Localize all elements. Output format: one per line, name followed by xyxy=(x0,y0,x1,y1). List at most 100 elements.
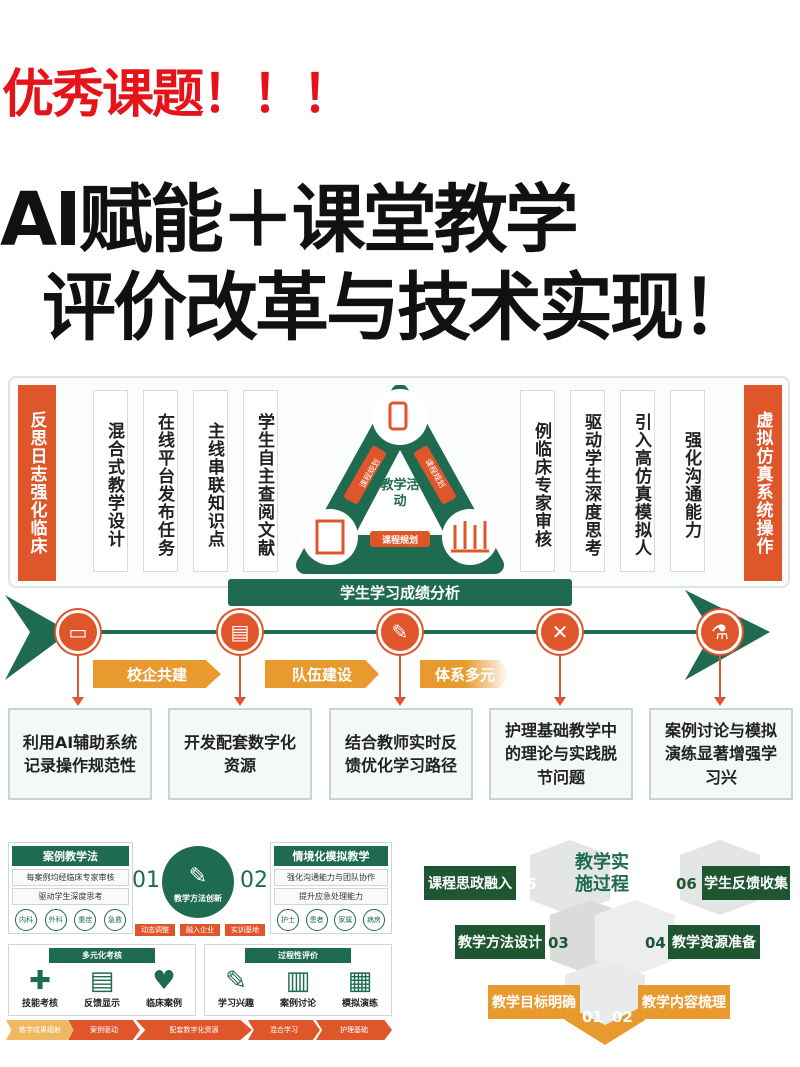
step-label: 教学目标明确 xyxy=(492,995,576,1011)
step-06: 学生反馈收集 xyxy=(702,866,790,900)
step-num: 04 xyxy=(645,934,666,952)
arrow-down-icon xyxy=(234,697,246,706)
flow-step: 案例驱动 xyxy=(68,1020,140,1040)
connector xyxy=(719,656,721,700)
result-box: 案例讨论与模拟演练显著增强学习兴 xyxy=(649,708,793,800)
left-item: 混合式教学设计 xyxy=(93,390,128,572)
headline-line2: 评价改革与技术实现！ xyxy=(42,265,755,351)
result-box: 开发配套数字化资源 xyxy=(168,708,312,800)
step-num: 01 xyxy=(582,1008,603,1026)
case-line: 每案例均经临床专家审核 xyxy=(12,869,129,886)
tag-headline: 优秀课题！！！ xyxy=(2,64,354,125)
orange-tag: 实训基地 xyxy=(225,924,265,936)
right-item: 驱动学生深度思考 xyxy=(570,390,605,572)
pill: 病房 xyxy=(362,909,385,931)
simulation-card: 情境化模拟教学 强化沟通能力与团队协作 提升应急处理能力 护士 患者 家属 病房 xyxy=(270,842,392,934)
assessment-card: 多元化考核 ✚技能考核 ▤反馈显示 ♥临床案例 xyxy=(8,944,196,1016)
assess-item: 临床案例 xyxy=(145,999,182,1009)
document-icon: ▤ xyxy=(218,610,262,654)
process-eval-title: 过程性评价 xyxy=(245,948,351,963)
syringe-icon: ✎ xyxy=(188,864,208,889)
tag-chevron: 队伍建设 xyxy=(265,660,379,688)
triangle-center: 教学活动 xyxy=(380,478,420,509)
pill: 外科 xyxy=(44,909,67,931)
step-num: 06 xyxy=(676,875,697,893)
sim-line: 强化沟通能力与团队协作 xyxy=(274,869,388,886)
connector xyxy=(239,656,241,700)
syringe-icon: ✎ xyxy=(378,610,422,654)
process-center-title: 教学实施过程 xyxy=(575,852,629,895)
heart-icon: ♥ xyxy=(152,966,176,996)
arrow-down-icon xyxy=(394,697,406,706)
flow-step: 护理基础 xyxy=(316,1020,392,1040)
lab-equipment-icon: ⚗ xyxy=(698,610,742,654)
step-num: 05 xyxy=(516,875,537,893)
flow-step: 配套数字化资源 xyxy=(136,1020,252,1040)
orange-tag: 融入企业 xyxy=(180,924,220,936)
right-item: 引入高仿真模拟人 xyxy=(620,390,655,572)
result-box: 结合教师实时反馈优化学习路径 xyxy=(329,708,473,800)
arrow-down-icon xyxy=(714,697,726,706)
left-item: 主线串联知识点 xyxy=(193,390,228,572)
method-innovation-circle: ✎ 教学方法创新 xyxy=(162,846,234,918)
bottles-icon: ▦ xyxy=(347,966,373,996)
right-item: 强化沟通能力 xyxy=(670,390,705,572)
flow-step: 混合学习 xyxy=(248,1020,320,1040)
medicine-jar-icon: ▥ xyxy=(285,966,311,996)
triangle-side-bottom: 课程规划 xyxy=(381,536,418,546)
step-03: 教学方法设计 xyxy=(455,925,545,959)
orange-tag: 动态调整 xyxy=(135,924,175,936)
left-bar: 反思日志强化临床 xyxy=(18,385,56,581)
arrow-down-icon xyxy=(72,697,84,706)
arrow-down-icon xyxy=(554,697,566,706)
analysis-bar: 学生学习成绩分析 xyxy=(228,579,572,606)
assessment-title: 多元化考核 xyxy=(49,948,155,963)
pill: 内科 xyxy=(15,909,37,931)
number-01: 01 xyxy=(132,868,160,893)
bandage-icon: ✕ xyxy=(538,610,582,654)
left-item: 学生自主查阅文献 xyxy=(243,390,278,572)
assess-item: 反馈显示 xyxy=(83,999,120,1009)
connector xyxy=(559,656,561,700)
assess-item: 技能考核 xyxy=(21,999,58,1009)
process-eval-card: 过程性评价 ✎ 学习兴趣 ▥ 案例讨论 ▦ 模拟演练 xyxy=(204,944,392,1016)
step-04: 教学资源准备 xyxy=(668,925,760,959)
step-label: 教学内容梳理 xyxy=(642,995,726,1011)
pill: 患者 xyxy=(305,909,328,931)
pill: 护士 xyxy=(277,909,299,931)
step-num: 02 xyxy=(612,1008,633,1026)
case-method-card: 案例教学法 每案例均经临床专家审核 驱动学生深度思考 内科 外科 重症 急救 xyxy=(8,842,133,934)
method-innovation-label: 教学方法创新 xyxy=(174,894,222,903)
process-item: 学习兴趣 xyxy=(217,999,254,1009)
step-05: 课程思政融入 xyxy=(424,866,516,900)
process-item: 模拟演练 xyxy=(341,999,378,1009)
lab-rack-icon xyxy=(442,509,498,565)
tag-chevron: 校企共建 xyxy=(93,660,221,688)
simulation-title: 情境化模拟教学 xyxy=(274,846,388,866)
triangle-diagram xyxy=(296,385,504,574)
step-label: 课程思政融入 xyxy=(428,876,512,892)
step-02: 教学内容梳理 xyxy=(638,985,730,1019)
step-label: 教学资源准备 xyxy=(672,935,756,951)
right-item: 例临床专家审核 xyxy=(520,390,555,572)
case-line: 驱动学生深度思考 xyxy=(12,888,129,905)
step-label: 学生反馈收集 xyxy=(704,876,788,892)
process-item: 案例讨论 xyxy=(279,999,316,1009)
presentation-board-icon: ▭ xyxy=(56,610,100,654)
case-method-title: 案例教学法 xyxy=(12,846,129,866)
result-box: 护理基础教学中的理论与实践脱节问题 xyxy=(489,708,633,800)
pill: 重症 xyxy=(74,909,97,931)
right-bar: 虚拟仿真系统操作 xyxy=(744,385,782,581)
left-item: 在线平台发布任务 xyxy=(143,390,178,572)
step-label: 教学方法设计 xyxy=(458,935,542,951)
step-01: 教学目标明确 xyxy=(488,985,580,1019)
medicine-bottle-icon xyxy=(372,389,428,445)
clipboard-icon xyxy=(302,509,358,565)
connector xyxy=(399,656,401,700)
flow-step: 教学成果辐射 xyxy=(6,1020,74,1040)
headline-line1: AI赋能＋课堂教学 xyxy=(0,177,579,263)
tag-chevron: 体系多元 xyxy=(420,660,510,688)
result-box: 利用AI辅助系统记录操作规范性 xyxy=(8,708,152,800)
pill: 急救 xyxy=(103,909,126,931)
syringe-icon: ✎ xyxy=(225,966,247,996)
